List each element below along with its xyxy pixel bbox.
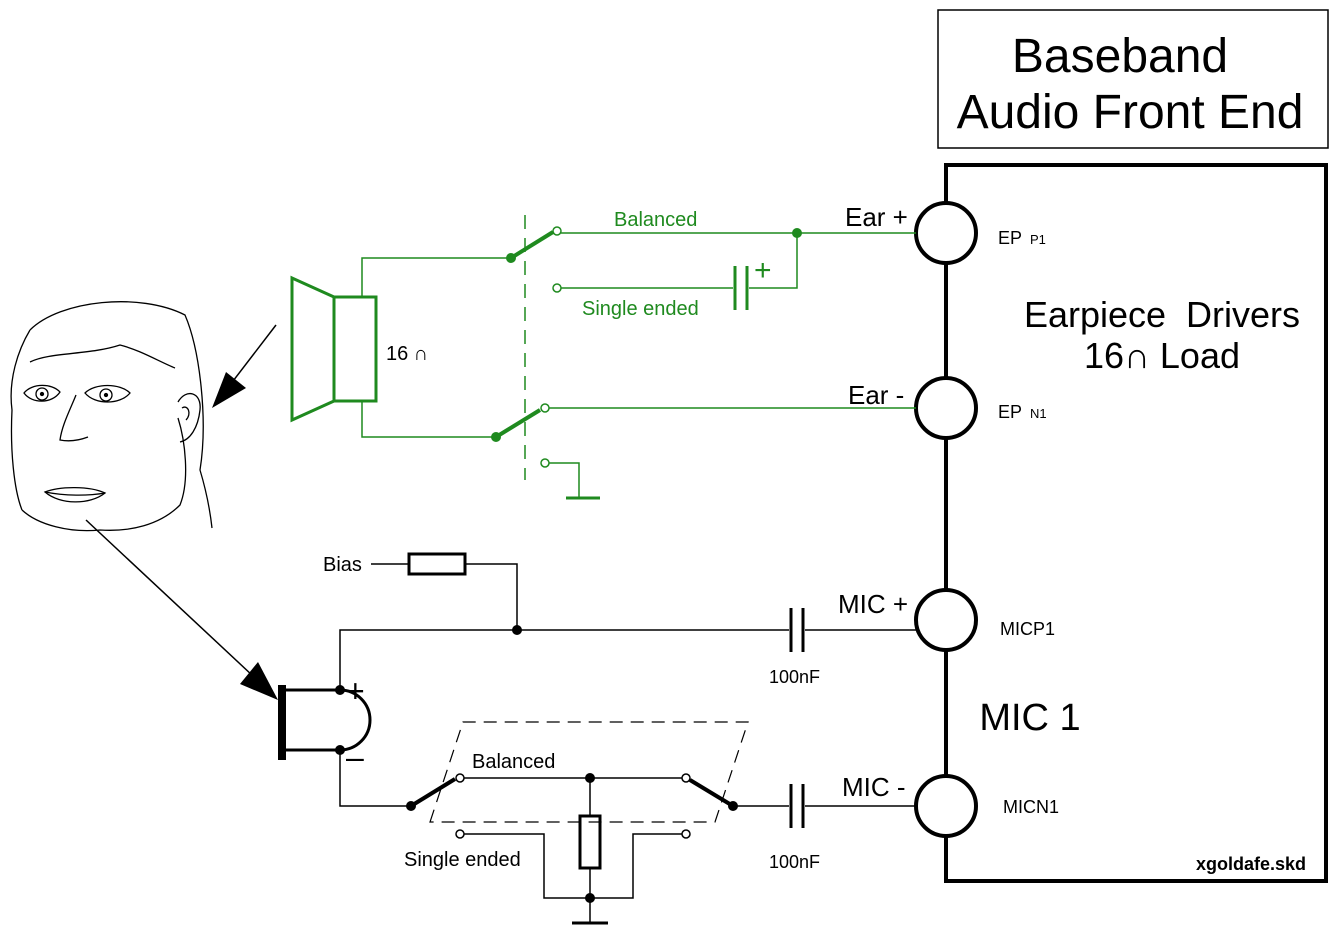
title-line-1: Baseband — [1012, 30, 1228, 83]
ep-single-ended-label: Single ended — [582, 298, 699, 320]
mic1-label: MIC 1 — [979, 697, 1080, 739]
pin-ep-p-sub: P1 — [1030, 232, 1046, 247]
baseband-block: Earpiece Drivers 16∩ Load MIC 1 xgoldafe… — [944, 163, 1328, 883]
pin-ep-p: EP P1 Ear + — [845, 201, 1046, 265]
title-line-2: Audio Front End — [957, 86, 1304, 139]
head-icon — [10, 301, 213, 532]
pin-mic-n-label: MIC - — [842, 772, 906, 802]
bias-label: Bias — [323, 554, 362, 576]
mic-minus-label: – — [346, 739, 364, 775]
cap-p-value: 100nF — [769, 667, 820, 687]
bias-resistor — [407, 552, 467, 576]
mic-load-resistor — [578, 814, 602, 870]
earpiece-drivers-label: Earpiece Drivers — [1024, 294, 1300, 335]
pin-ep-n-name: EP — [998, 402, 1022, 422]
title-box: Baseband Audio Front End — [937, 9, 1329, 149]
pin-mic-p: MICP1 MIC + — [838, 588, 1055, 652]
mouth-arrowhead-icon — [240, 662, 278, 700]
cap-n-value: 100nF — [769, 852, 820, 872]
pin-ep-p-name: EP — [998, 228, 1022, 248]
pin-ep-n-label: Ear - — [848, 380, 904, 410]
microphone-icon — [278, 685, 372, 760]
mouth-arrow — [85, 519, 269, 691]
speaker-impedance-label: 16 ∩ — [386, 343, 428, 365]
pin-mic-p-name: MICP1 — [1000, 619, 1055, 639]
speaker-icon — [290, 275, 378, 423]
ear-arrowhead-icon — [212, 372, 246, 408]
mic-plus-label: + — [346, 673, 365, 709]
ep-balanced-label: Balanced — [614, 209, 697, 231]
file-label: xgoldafe.skd — [1196, 854, 1306, 874]
mic-circuit: Bias 100nF + – Balanc — [278, 552, 916, 925]
pin-ep-n-sub: N1 — [1030, 406, 1047, 421]
earpiece-ground-icon — [549, 462, 600, 500]
mic-balanced-label: Balanced — [472, 751, 555, 773]
pin-ep-p-label: Ear + — [845, 202, 908, 232]
earpiece-circuit: 16 ∩ Balanced + Single ended — [290, 209, 916, 500]
mic-single-ended-label: Single ended — [404, 849, 521, 871]
pin-mic-p-label: MIC + — [838, 589, 908, 619]
pin-ep-n: EP N1 Ear - — [848, 376, 1047, 440]
ep-cap-polarity: + — [754, 254, 772, 287]
pin-mic-n-name: MICN1 — [1003, 797, 1059, 817]
earpiece-load-label: 16∩ Load — [1084, 335, 1240, 376]
